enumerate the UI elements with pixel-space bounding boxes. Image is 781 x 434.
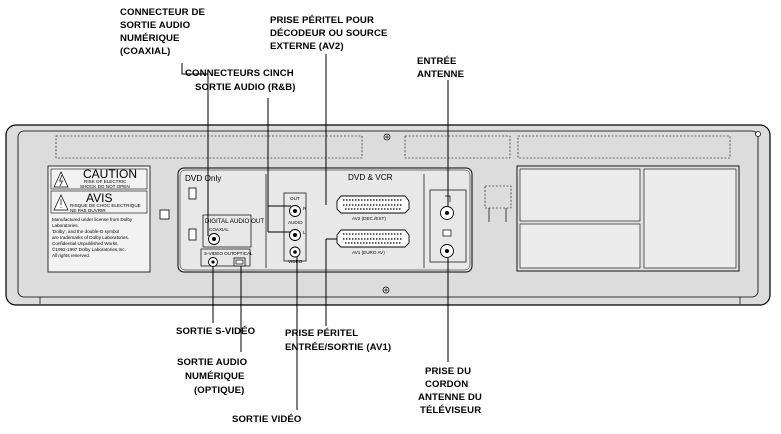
svg-text:CONNECTEURS CINCH: CONNECTEURS CINCH: [185, 68, 294, 79]
rear-ventilation: [484, 165, 740, 272]
svg-text:AV2 (DEC./EXT): AV2 (DEC./EXT): [352, 216, 386, 221]
callout-antenna-in: ENTRÉE ANTENNE: [417, 55, 465, 80]
svg-text:(OPTIQUE): (OPTIQUE): [194, 385, 244, 396]
svg-text:NUMÉRIQUE: NUMÉRIQUE: [120, 32, 180, 44]
svg-text:PRISE DU: PRISE DU: [425, 366, 471, 377]
svg-text:CONNECTEUR DE: CONNECTEUR DE: [120, 7, 205, 18]
svg-text:RISK OF ELECTRIC: RISK OF ELECTRIC: [84, 179, 127, 184]
caution-label-plate: CAUTION RISK OF ELECTRIC SHOCK DO NOT OP…: [47, 165, 151, 273]
callout-cinch: CONNECTEURS CINCH SORTIE AUDIO (R&B): [185, 68, 296, 93]
svg-text:Confidential Unpublished Works: Confidential Unpublished Works.: [52, 241, 119, 246]
svg-text:ENTRÉE: ENTRÉE: [417, 55, 457, 67]
dvd-vcr-label: DVD & VCR: [348, 173, 393, 182]
callout-video-out: SORTIE VIDÉO: [232, 413, 302, 425]
svg-text:NE PAS OUVRIR: NE PAS OUVRIR: [70, 208, 106, 213]
svg-text:TÉLÉVISEUR: TÉLÉVISEUR: [420, 404, 481, 416]
digital-audio-out-label: DIGITAL AUDIO OUT: [205, 218, 264, 225]
svg-text:All rights reserved.: All rights reserved.: [52, 253, 90, 258]
svg-text:S-VIDEO OUT: S-VIDEO OUT: [204, 251, 234, 256]
screw-icon: [755, 131, 761, 137]
audio-out-l-jack: [289, 229, 301, 241]
svg-text:Manufactured under license fro: Manufactured under license from Dolby: [52, 217, 133, 222]
scart-av2-connector: AV2 (DEC./EXT): [336, 195, 410, 221]
antenna-in-jack: [440, 206, 454, 220]
svg-text:AUDIO: AUDIO: [288, 220, 303, 225]
antenna-in-icon: [445, 195, 451, 202]
warning-triangle-icon: [53, 171, 69, 188]
svg-text:PRISE PÉRITEL POUR: PRISE PÉRITEL POUR: [270, 14, 374, 26]
optical-audio-jack: [233, 257, 246, 267]
svg-text:(COAXIAL): (COAXIAL): [120, 46, 170, 57]
svg-text:L: L: [303, 230, 306, 235]
dvd-only-label: DVD Only: [185, 174, 222, 183]
caution-title: CAUTION: [83, 167, 137, 181]
svg-text:ENTRÉE/SORTIE (AV1): ENTRÉE/SORTIE (AV1): [285, 341, 391, 353]
callout-tv-antenna: PRISE DU CORDON ANTENNE DU TÉLÉVISEUR: [418, 366, 482, 416]
svg-text:RISQUE DE CHOC ELECTRIQUE: RISQUE DE CHOC ELECTRIQUE: [70, 203, 141, 208]
avis-title: AVIS: [86, 191, 112, 205]
screw-icon: [382, 286, 390, 294]
svg-text:SORTIE AUDIO (R&B): SORTIE AUDIO (R&B): [195, 82, 296, 93]
panel-mark: [159, 209, 170, 220]
svg-text:SHOCK DO NOT OPEN: SHOCK DO NOT OPEN: [80, 184, 130, 189]
svg-text:R: R: [303, 206, 307, 211]
svg-text:VIDEO: VIDEO: [288, 259, 303, 264]
leader-lines: [181, 54, 449, 410]
top-vent-mid: [404, 135, 511, 159]
svg-text:Laboratories.: Laboratories.: [52, 223, 79, 228]
connector-panel: DVD Only DVD & VCR DIGITAL AUDIO OUT COA…: [177, 167, 473, 273]
svg-text:OUT: OUT: [290, 196, 300, 201]
top-vent-left: [55, 135, 363, 159]
svg-text:SORTIE AUDIO: SORTIE AUDIO: [177, 357, 248, 368]
tv-antenna-out-jack: [440, 244, 454, 258]
svg-text:COAXIAL: COAXIAL: [209, 227, 229, 232]
svg-text:'Dolby', and the double-D symb: 'Dolby', and the double-D symbol: [52, 229, 119, 234]
callout-peritel-av1: PRISE PÉRITEL ENTRÉE/SORTIE (AV1): [285, 327, 391, 353]
tv-out-icon: [442, 229, 452, 237]
svg-text:SORTIE S-VIDÉO: SORTIE S-VIDÉO: [176, 325, 256, 337]
callout-optical: SORTIE AUDIO NUMÉRIQUE (OPTIQUE): [177, 357, 248, 396]
callout-peritel-av2: PRISE PÉRITEL POUR DÉCODEUR OU SOURCE EX…: [270, 14, 388, 52]
svg-text:©1992-1997 Dolby Laboratories,: ©1992-1997 Dolby Laboratories,Inc.: [52, 246, 126, 252]
svg-text:ANTENNE DU: ANTENNE DU: [418, 392, 482, 403]
svg-text:PRISE PÉRITEL: PRISE PÉRITEL: [285, 327, 358, 339]
callout-s-video: SORTIE S-VIDÉO: [176, 325, 256, 337]
audio-out-r-jack: [289, 205, 301, 217]
svg-text:SORTIE AUDIO: SORTIE AUDIO: [120, 20, 191, 31]
svg-text:ANTENNE: ANTENNE: [417, 69, 465, 80]
s-video-jack: [208, 257, 218, 267]
svg-text:DÉCODEUR OU SOURCE: DÉCODEUR OU SOURCE: [270, 27, 388, 39]
svg-text:CORDON: CORDON: [425, 379, 468, 390]
svg-text:NUMÉRIQUE: NUMÉRIQUE: [185, 370, 245, 382]
video-out-jack: [289, 246, 301, 258]
svg-text:SORTIE VIDÉO: SORTIE VIDÉO: [232, 413, 302, 425]
svg-text:AV1 (EURO AV): AV1 (EURO AV): [352, 250, 385, 255]
svg-text:OPTICAL: OPTICAL: [233, 251, 253, 256]
scart-av1-connector: AV1 (EURO AV): [336, 229, 410, 255]
top-vent-right: [517, 135, 731, 159]
screw-icon: [383, 133, 391, 141]
svg-text:EXTERNE (AV2): EXTERNE (AV2): [270, 41, 344, 52]
callout-coaxial: CONNECTEUR DE SORTIE AUDIO NUMÉRIQUE (CO…: [120, 7, 205, 57]
svg-text:are trademarks of Dolby Labora: are trademarks of Dolby Laboratories.: [52, 235, 129, 240]
coaxial-audio-jack: [208, 233, 220, 245]
